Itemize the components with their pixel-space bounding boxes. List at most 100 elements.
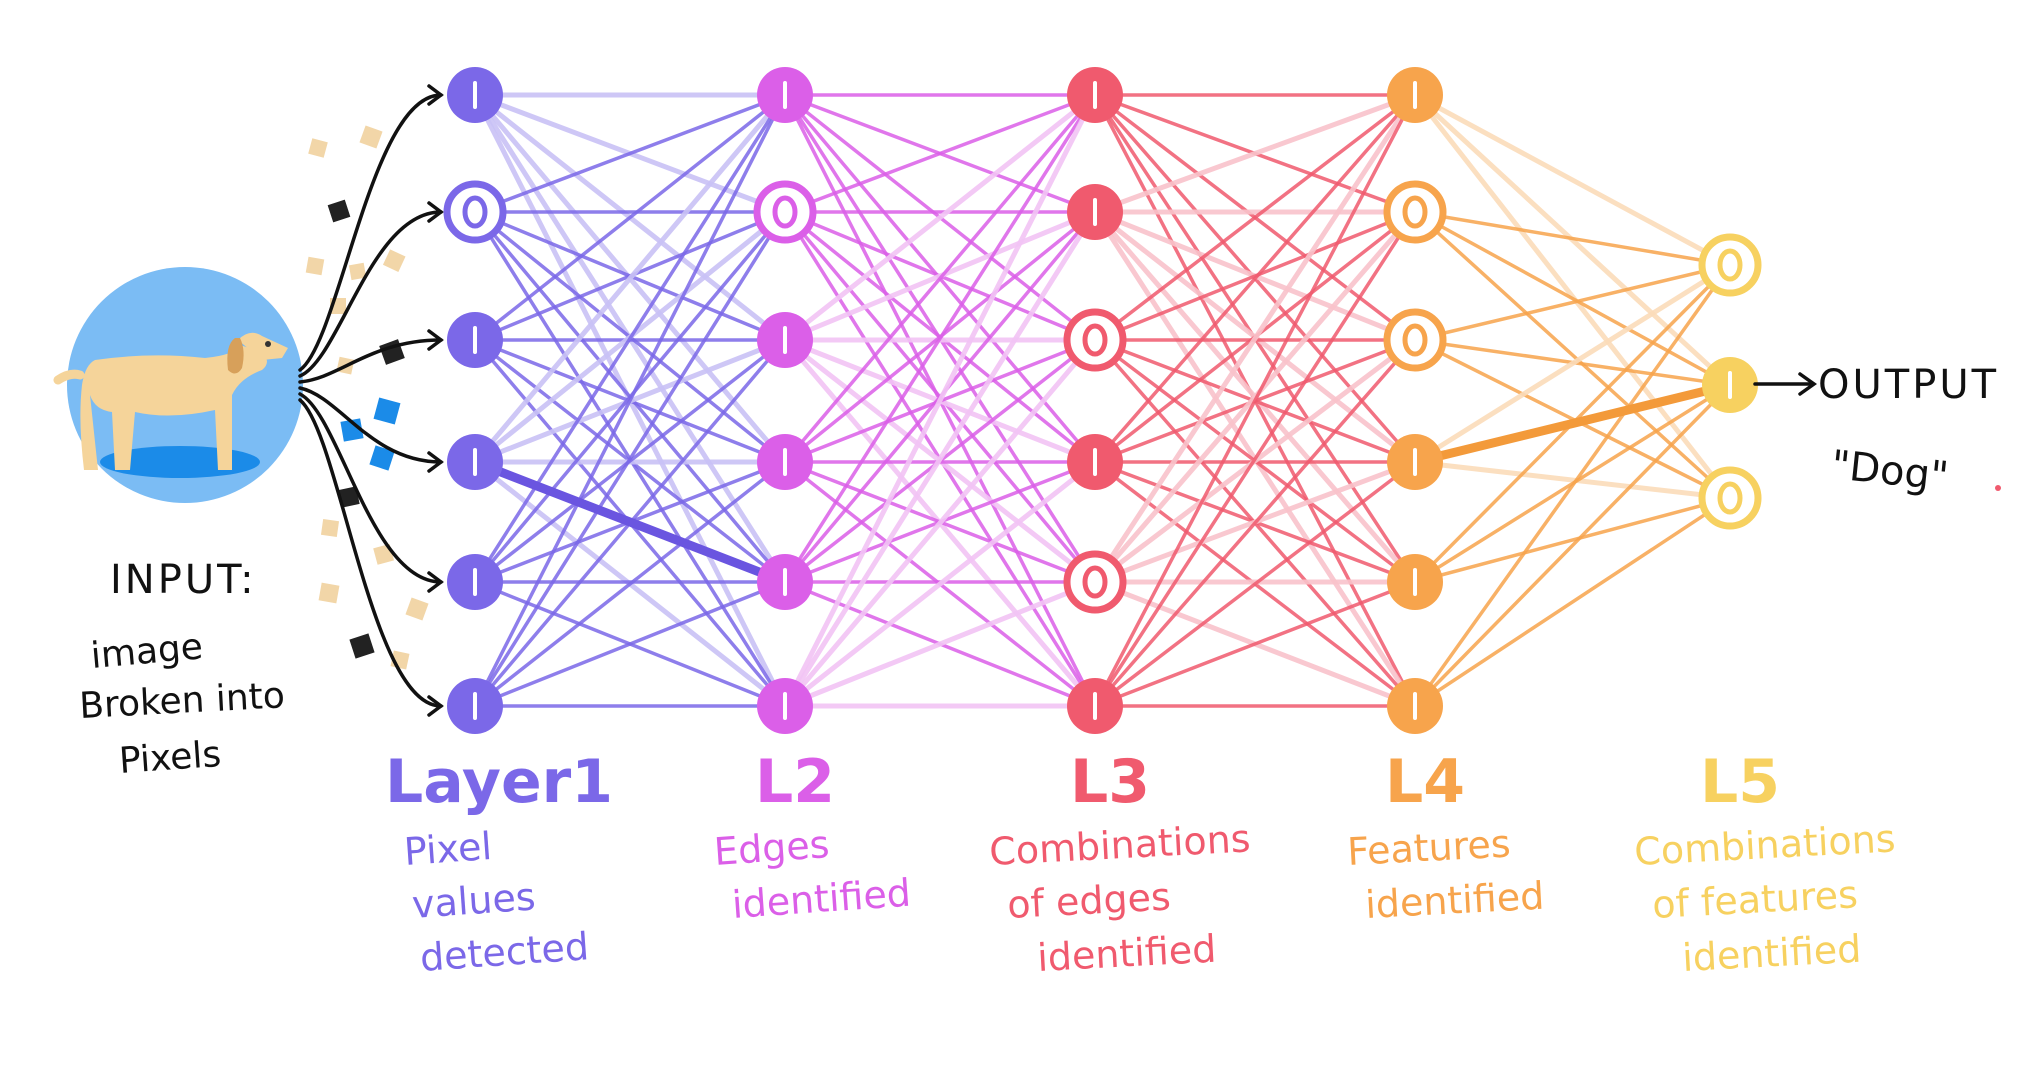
connection-line xyxy=(1413,210,1732,500)
connection-line xyxy=(1413,496,1732,708)
layer-nodes xyxy=(443,67,1762,734)
layer-description-line: identified xyxy=(1036,927,1217,980)
dog-icon xyxy=(53,332,288,470)
filled-node-icon xyxy=(447,678,503,734)
connection-line xyxy=(782,579,1098,709)
arrow-head-icon xyxy=(427,571,444,593)
connection-line xyxy=(1093,93,1417,708)
pixel-squares xyxy=(305,125,429,670)
filled-node-icon xyxy=(1067,67,1123,123)
layer-description-line: identified xyxy=(1364,874,1545,927)
output-value: "Dog" xyxy=(1829,442,1951,500)
connection-line xyxy=(473,93,787,214)
connection-line xyxy=(1413,496,1732,584)
hollow-node-icon xyxy=(1063,550,1127,614)
connection-line xyxy=(1413,263,1732,708)
layer-description-line: of edges xyxy=(1006,874,1172,926)
connection-line xyxy=(1092,92,1418,585)
filled-node-icon xyxy=(1387,67,1443,123)
connection-line xyxy=(473,93,787,584)
connection-line xyxy=(1093,460,1417,708)
layer-title: L4 xyxy=(1385,747,1465,817)
connection-line xyxy=(1413,263,1732,342)
connection-line xyxy=(1093,93,1417,342)
layer-title: L5 xyxy=(1700,747,1780,817)
connection-line xyxy=(1093,93,1417,464)
connection-line xyxy=(783,93,1097,214)
filled-node-icon xyxy=(757,312,813,368)
layer-labels: Layer1PixelvaluesdetectedL2Edgesidentifi… xyxy=(385,747,1897,980)
filled-node-icon xyxy=(757,434,813,490)
output-arrow xyxy=(1753,372,1818,396)
input-line-1: image xyxy=(89,626,204,677)
filled-node-icon xyxy=(1067,434,1123,490)
input-arrow xyxy=(298,210,443,378)
layer-description-line: Edges xyxy=(713,822,831,874)
input-line-2: Broken into xyxy=(78,675,286,727)
layer-description-line: Combinations xyxy=(988,816,1251,874)
arrow-head-icon xyxy=(427,329,444,351)
filled-node-icon xyxy=(447,554,503,610)
hollow-node-icon xyxy=(753,180,817,244)
arrow-head-icon xyxy=(427,201,444,223)
layer-description-line: of features xyxy=(1651,872,1859,927)
connection-line xyxy=(782,337,1098,709)
input-arrows xyxy=(298,84,444,717)
connection-line xyxy=(782,92,1098,343)
input-arrow xyxy=(298,398,443,708)
hollow-node-icon xyxy=(1698,466,1762,530)
input-image xyxy=(53,267,303,503)
output-heading: OUTPUT xyxy=(1818,362,1999,408)
arrow-head-icon xyxy=(427,451,444,473)
filled-node-icon xyxy=(447,434,503,490)
output-dot xyxy=(1995,485,2001,491)
connection-line xyxy=(1413,383,1732,708)
layer-description-line: Pixel xyxy=(403,824,494,874)
connection-line xyxy=(473,210,787,708)
layer-description-line: identified xyxy=(731,871,913,927)
connection-line xyxy=(1413,210,1732,387)
input-line-3: Pixels xyxy=(118,734,223,782)
filled-node-icon xyxy=(757,678,813,734)
filled-node-icon xyxy=(447,67,503,123)
connection-line xyxy=(473,580,787,708)
connection-line xyxy=(1412,92,1733,501)
filled-node-icon xyxy=(1387,554,1443,610)
connection-line xyxy=(783,93,1097,584)
input-arrow xyxy=(298,93,443,372)
filled-node-icon xyxy=(1067,678,1123,734)
connection-line xyxy=(473,93,787,342)
filled-node-icon xyxy=(1067,184,1123,240)
connection-line xyxy=(1093,210,1417,708)
connection-line xyxy=(783,93,1097,464)
arrow-head-icon xyxy=(427,84,444,106)
arrow-head-icon xyxy=(427,695,444,717)
hollow-node-icon xyxy=(1383,308,1447,372)
filled-node-icon xyxy=(1387,434,1443,490)
connection-line xyxy=(1412,262,1733,465)
filled-node-icon xyxy=(1702,357,1758,413)
highlighted-connection xyxy=(1410,380,1735,467)
connection-line xyxy=(782,209,1098,709)
layer-description-line: detected xyxy=(419,924,591,980)
input-arrow xyxy=(298,392,443,584)
connection-line xyxy=(1093,338,1417,708)
highlighted-connection xyxy=(470,457,790,587)
layer-description-line: values xyxy=(411,874,537,927)
connection-line xyxy=(1412,459,1733,501)
layer-title: L3 xyxy=(1070,747,1150,817)
input-arrow xyxy=(298,386,443,464)
input-label: INPUT: image Broken into Pixels xyxy=(78,557,286,782)
filled-node-icon xyxy=(757,67,813,123)
input-arrow xyxy=(298,338,443,384)
layer-description-line: Features xyxy=(1346,821,1511,873)
connection-line xyxy=(782,459,1098,709)
layer-title: Layer1 xyxy=(385,747,613,817)
filled-node-icon xyxy=(757,554,813,610)
filled-node-icon xyxy=(447,312,503,368)
layer-description-line: Combinations xyxy=(1633,816,1896,874)
connection-line xyxy=(1412,92,1733,268)
input-heading: INPUT: xyxy=(110,557,257,603)
hollow-node-icon xyxy=(443,180,507,244)
